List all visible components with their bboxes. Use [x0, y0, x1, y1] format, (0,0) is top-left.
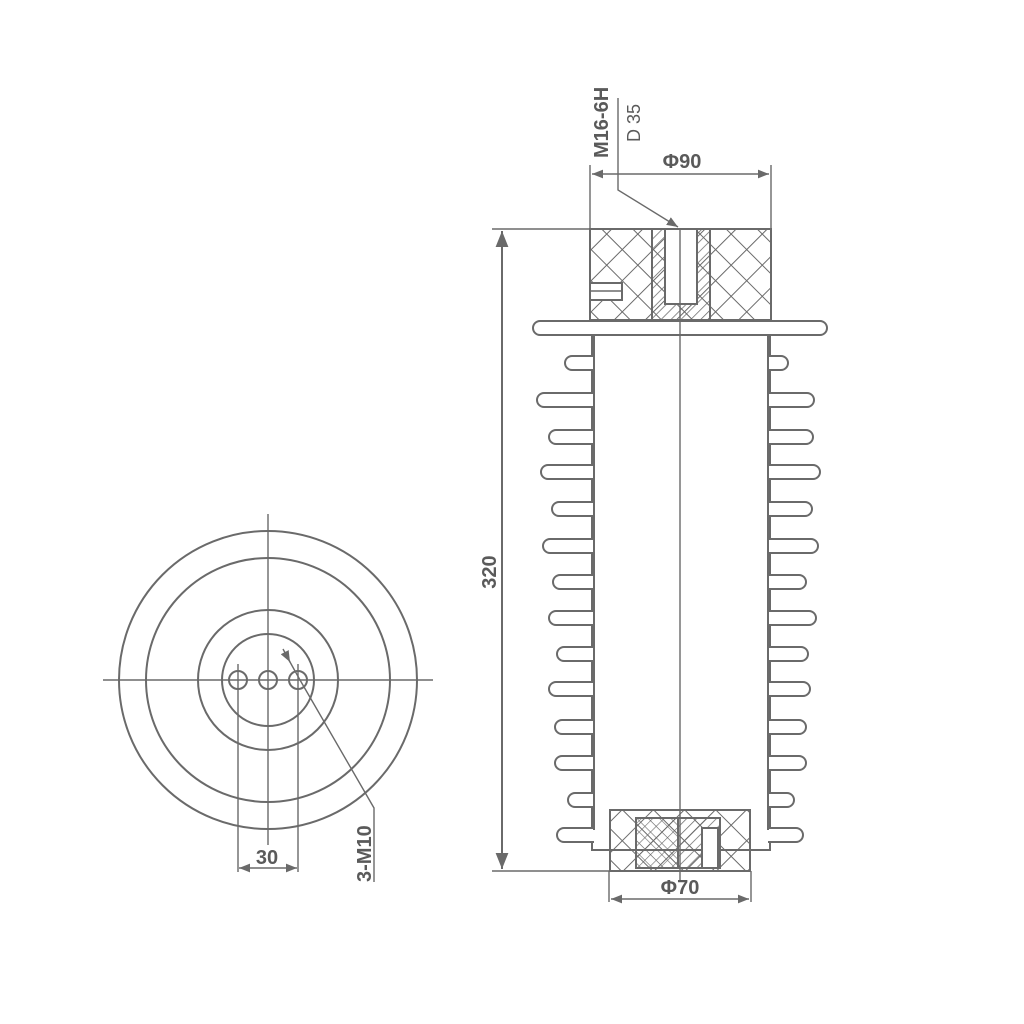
thread-callout: 3-M10: [354, 825, 376, 882]
elevation-view: 320 Φ90 M16-6H D 35: [479, 87, 828, 904]
thread-leader-top: [617, 98, 679, 228]
thread-leader: [284, 652, 375, 882]
hole-center: [258, 670, 278, 690]
top-depth-label: D 35: [624, 104, 644, 142]
plan-view: 30 3-M10: [103, 514, 433, 882]
top-diameter-label: Φ90: [663, 151, 702, 173]
top-thread-label: M16-6H: [591, 87, 613, 158]
spacing-label: 30: [256, 847, 278, 869]
height-label: 320: [479, 555, 501, 588]
bottom-diameter-label: Φ70: [661, 877, 700, 899]
